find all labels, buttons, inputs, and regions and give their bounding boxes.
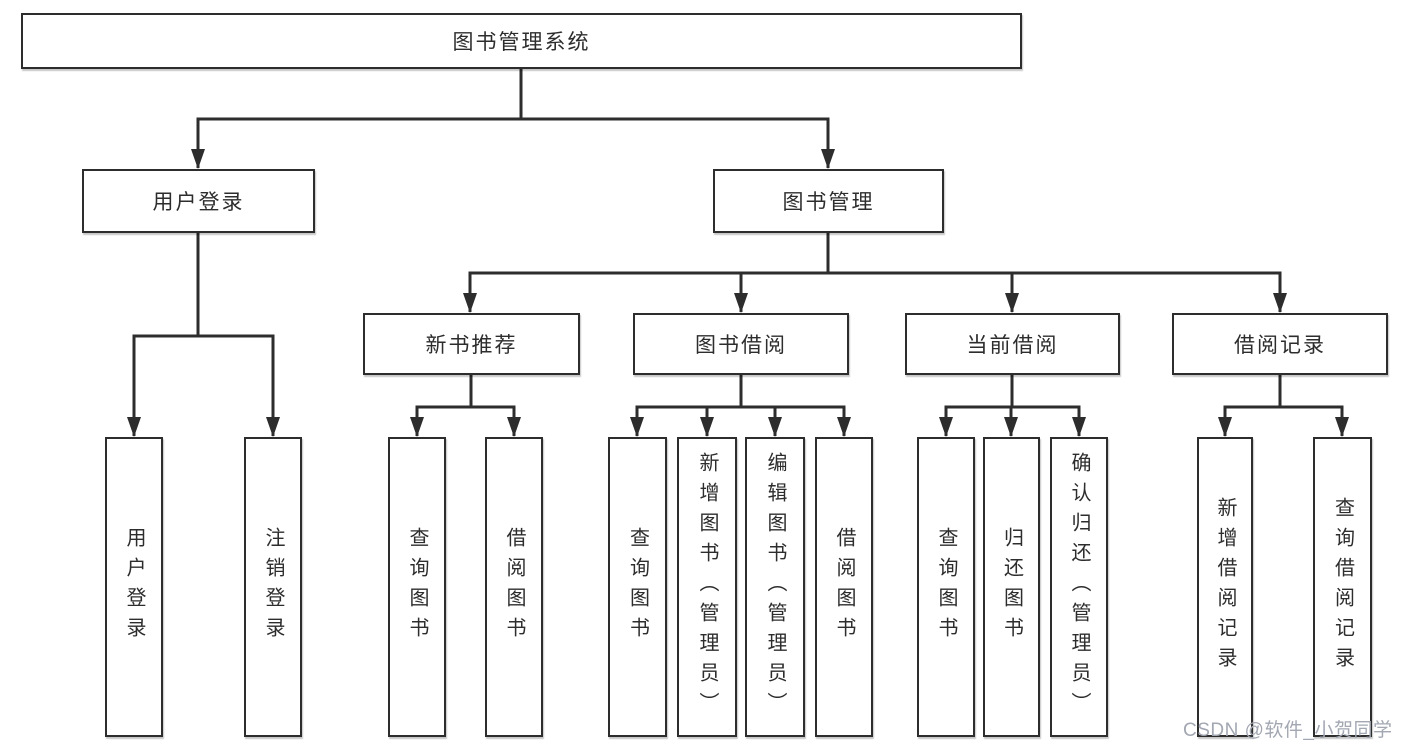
leaf-query-book-current: 查询图书 xyxy=(917,437,975,737)
connector-root xyxy=(191,68,835,169)
node-root-system: 图书管理系统 xyxy=(21,13,1022,69)
connector-borrow-record xyxy=(1218,375,1349,437)
connector-current-borrow xyxy=(939,375,1086,437)
node-new-book-recommend: 新书推荐 xyxy=(363,313,580,375)
node-user-login: 用户登录 xyxy=(82,169,315,233)
connector-user-login xyxy=(127,233,280,437)
leaf-confirm-return-admin: 确认归还（管理员） xyxy=(1050,437,1108,737)
leaf-query-book-borrow: 查询图书 xyxy=(608,437,667,737)
connector-book-mgmt xyxy=(463,233,1287,313)
leaf-add-borrow-record: 新增借阅记录 xyxy=(1197,437,1253,737)
node-borrow-record: 借阅记录 xyxy=(1172,313,1388,375)
connector-new-book xyxy=(410,375,521,437)
leaf-borrow-book-recommend: 借阅图书 xyxy=(485,437,543,737)
leaf-query-book-recommend: 查询图书 xyxy=(388,437,446,737)
leaf-query-borrow-record: 查询借阅记录 xyxy=(1313,437,1372,737)
csdn-watermark: CSDN @软件_小贺同学 xyxy=(1183,720,1393,741)
leaf-edit-book-admin: 编辑图书（管理员） xyxy=(745,437,805,737)
leaf-borrow-book: 借阅图书 xyxy=(815,437,873,737)
leaf-logout: 注销登录 xyxy=(244,437,302,737)
leaf-return-book: 归还图书 xyxy=(983,437,1040,737)
leaf-add-book-admin: 新增图书（管理员） xyxy=(677,437,737,737)
node-book-borrow: 图书借阅 xyxy=(633,313,849,375)
node-book-management: 图书管理 xyxy=(713,169,944,233)
leaf-user-login: 用户登录 xyxy=(105,437,163,737)
connector-book-borrow xyxy=(630,375,851,437)
node-current-borrow: 当前借阅 xyxy=(905,313,1120,375)
